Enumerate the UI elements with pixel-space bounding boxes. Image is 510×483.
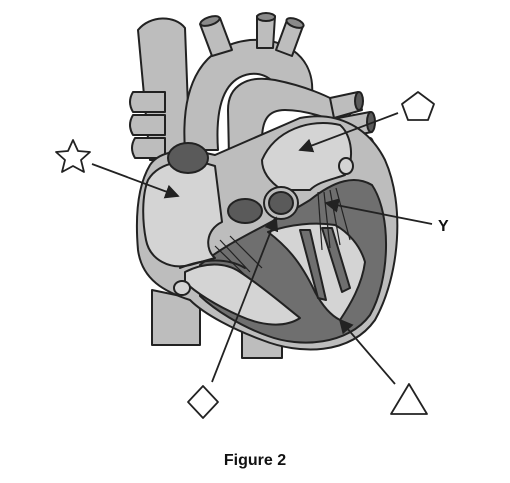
left-pulmonary-vein-lower <box>131 137 166 159</box>
tricuspid-valve <box>173 280 191 296</box>
pulmonary-opening <box>268 191 294 215</box>
left-pulmonary-vein-upper <box>129 91 166 113</box>
mitral-valve <box>338 157 354 175</box>
right-atrium <box>142 160 223 268</box>
aorta-branch-1-opening <box>199 15 221 27</box>
right-pulmonary-vein-1 <box>329 91 363 119</box>
interventricular-septum <box>179 259 246 269</box>
aortic-arch <box>183 38 314 151</box>
star-symbol <box>55 139 91 173</box>
pentagon-arrow <box>298 112 399 153</box>
superior-vena-cava-opening <box>167 142 209 174</box>
label-symbols <box>55 91 435 419</box>
great-vessels <box>129 12 376 359</box>
left-pulmonary-vein-middle <box>129 114 166 136</box>
diamond-arrow <box>211 216 279 383</box>
label-y: Y <box>438 218 449 235</box>
papillary-muscle-1 <box>299 229 327 301</box>
right-ventricle <box>184 263 301 326</box>
right-pulmonary-vein-1-opening <box>354 91 364 111</box>
aorta-branch-3-opening <box>285 17 305 29</box>
y-arrow <box>324 198 433 225</box>
label-arrows <box>91 112 433 385</box>
diamond-symbol <box>187 385 219 419</box>
heart-body <box>135 115 399 351</box>
aorta-branch-2-opening <box>256 12 276 22</box>
triangle-arrow <box>338 318 396 385</box>
aorta-opening <box>227 198 263 224</box>
star-arrow <box>91 163 180 199</box>
triangle-symbol <box>390 383 428 415</box>
pentagon-symbol <box>401 91 435 121</box>
figure-caption: Figure 2 <box>223 452 287 469</box>
